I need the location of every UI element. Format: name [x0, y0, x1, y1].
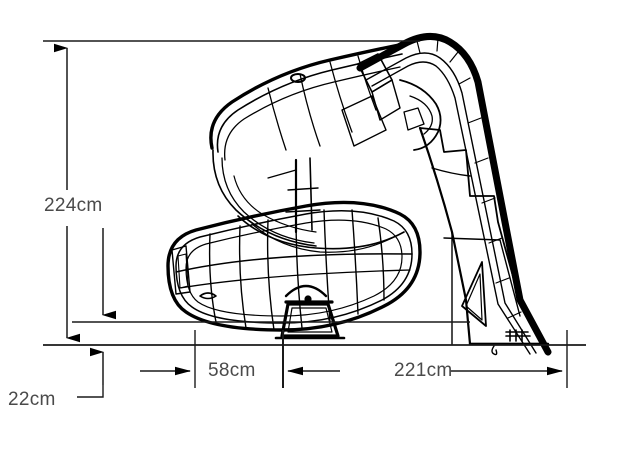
dimension-label-width-right: 221cm	[394, 360, 453, 381]
pedestal-base	[274, 284, 346, 340]
dimension-label-height-base: 22cm	[8, 389, 56, 410]
upper-flume	[209, 42, 406, 247]
central-support-column	[267, 157, 321, 234]
dimension-label-width-left: 58cm	[208, 360, 256, 381]
dimension-label-height-total: 224cm	[44, 195, 103, 216]
water-slide-illustration	[166, 33, 552, 356]
handrail-assembly	[356, 33, 552, 356]
lower-flume-bowl	[166, 200, 422, 332]
dimension-22cm	[77, 228, 116, 398]
tower-panel	[418, 126, 550, 356]
flume-to-tower-connector	[399, 79, 442, 151]
dimension-annotations	[43, 40, 586, 398]
leader-line-22cm	[77, 385, 104, 398]
